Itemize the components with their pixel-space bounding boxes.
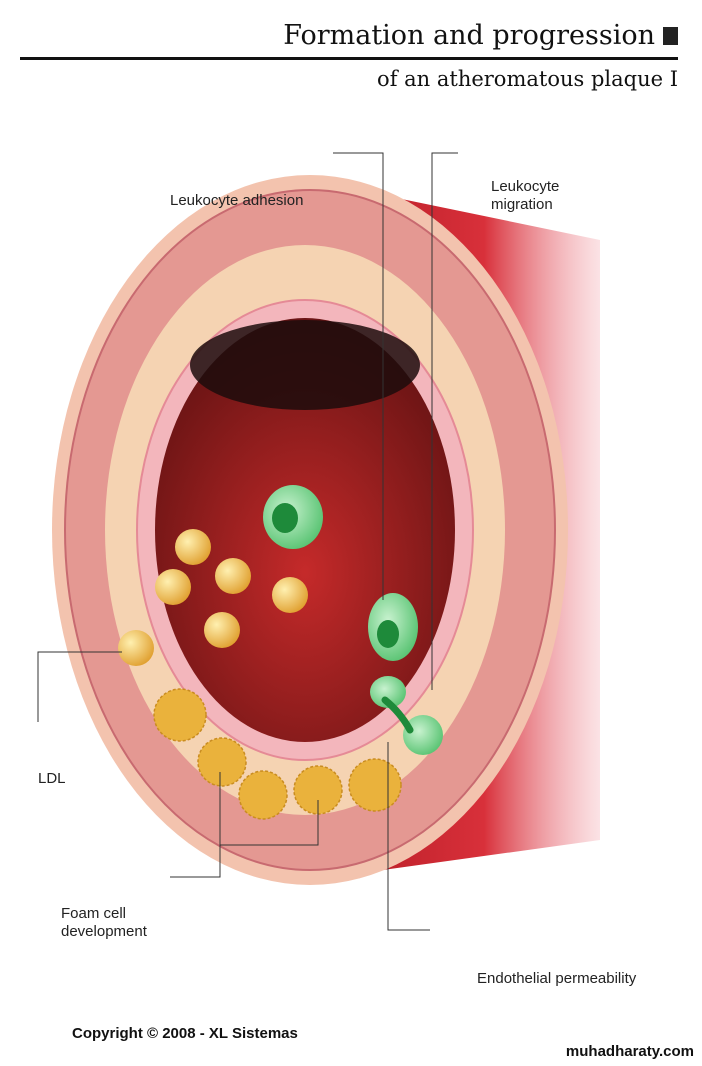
label-line: development xyxy=(61,923,147,940)
leader-line-foam xyxy=(170,772,221,878)
title-divider xyxy=(20,57,678,60)
migrating-leukocyte-nucleus xyxy=(381,696,414,734)
foam-cell xyxy=(238,770,288,820)
label-line: Leukocyte xyxy=(491,178,560,195)
leader-lines xyxy=(37,152,458,931)
page-title: Formation and progression xyxy=(283,20,678,51)
label-line: Foam cell xyxy=(61,905,127,922)
foam-cell xyxy=(153,688,207,742)
leader-line-foam-2 xyxy=(220,800,319,846)
page-subtitle: of an atheromatous plaque I xyxy=(377,67,678,91)
label-foam-cell: Foam cell development xyxy=(61,905,147,941)
leader-line-ldl xyxy=(37,651,122,722)
square-bullet-icon xyxy=(663,27,678,45)
label-ldl: LDL xyxy=(38,770,66,787)
ldl-particle xyxy=(204,612,240,648)
ldl-particle xyxy=(272,577,308,613)
migrating-leukocyte xyxy=(370,676,406,708)
leukocyte-nucleus xyxy=(377,620,399,648)
title-text: Formation and progression xyxy=(283,20,655,51)
ldl-particle xyxy=(155,569,191,605)
watermark: muhadharaty.com xyxy=(565,1043,694,1060)
migrating-leukocyte xyxy=(403,715,443,755)
lumen-shadow xyxy=(190,320,420,410)
ldl-particle xyxy=(175,529,211,565)
foam-cell xyxy=(348,758,402,812)
leader-line-permeability xyxy=(387,742,430,931)
ldl-particles xyxy=(118,529,308,666)
leukocyte-nucleus xyxy=(272,503,298,533)
leader-line-migration xyxy=(431,152,458,690)
ldl-particle xyxy=(215,558,251,594)
ldl-particle xyxy=(118,630,154,666)
label-endothelial-permeability: Endothelial permeability xyxy=(477,970,637,987)
leukocytes xyxy=(263,485,443,755)
label-leukocyte-adhesion: Leukocyte adhesion xyxy=(170,192,304,209)
label-line: migration xyxy=(491,196,553,213)
foam-cell xyxy=(197,737,247,787)
leader-line-adhesion xyxy=(333,152,384,600)
copyright-text: Copyright © 2008 - XL Sistemas xyxy=(72,1025,298,1042)
label-leukocyte-migration: Leukocyte migration xyxy=(491,178,559,214)
